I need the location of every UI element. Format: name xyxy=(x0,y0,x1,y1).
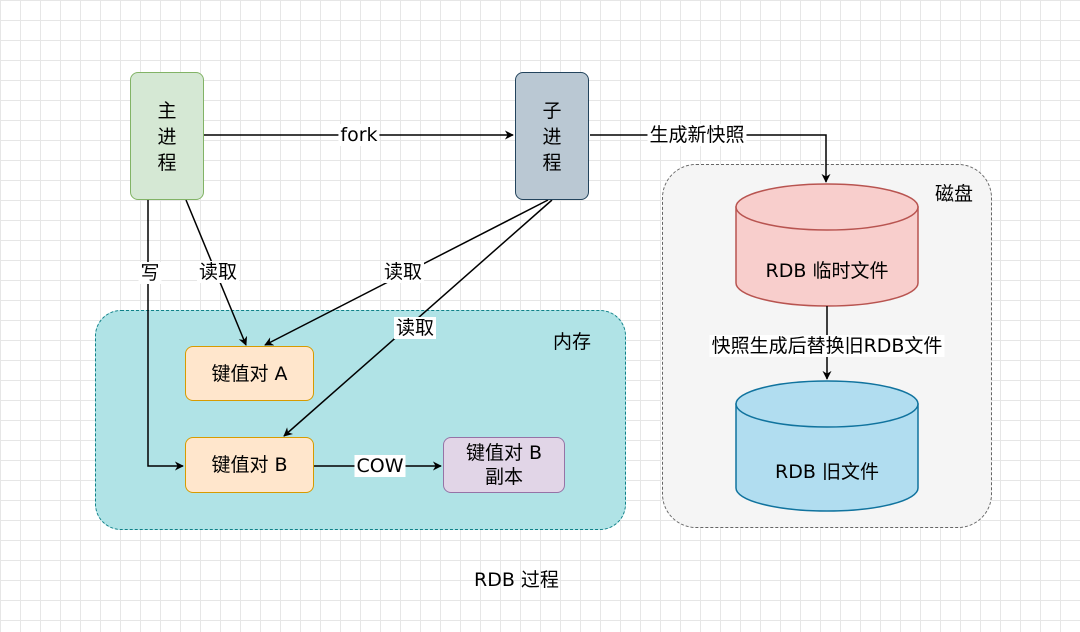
edge-label-read-child-b: 读取 xyxy=(393,317,437,339)
diagram-caption: RDB 过程 xyxy=(474,569,559,591)
edge-label-cow: COW xyxy=(354,455,406,477)
main-process-label: 主 进 程 xyxy=(157,100,177,174)
main-process-node[interactable]: 主 进 程 xyxy=(130,72,204,200)
disk-region-label: 磁盘 xyxy=(934,183,973,205)
edge-label-fork: fork xyxy=(338,124,380,146)
kv-a-label: 键值对 A xyxy=(211,362,288,385)
kv-a-node[interactable]: 键值对 A xyxy=(185,346,314,401)
edge-label-replace: 快照生成后替换旧RDB文件 xyxy=(709,335,945,357)
rdb-temp-file-label: RDB 临时文件 xyxy=(765,259,889,282)
rdb-old-file-label: RDB 旧文件 xyxy=(775,460,879,483)
child-process-label: 子 进 程 xyxy=(542,100,562,174)
edge-label-read-child-a: 读取 xyxy=(381,261,425,283)
edge-write xyxy=(147,200,184,471)
kv-b-copy-label: 键值对 B 副本 xyxy=(465,442,543,488)
edge-label-write: 写 xyxy=(138,262,162,284)
edge-label-read-main: 读取 xyxy=(196,261,240,283)
rdb-old-file-cylinder[interactable] xyxy=(735,380,919,512)
rdb-temp-file-cylinder[interactable] xyxy=(735,183,919,307)
edge-label-generate-snapshot: 生成新快照 xyxy=(647,124,747,146)
kv-b-node[interactable]: 键值对 B xyxy=(185,437,314,493)
kv-b-label: 键值对 B xyxy=(211,454,288,476)
kv-b-copy-node[interactable]: 键值对 B 副本 xyxy=(443,437,565,493)
child-process-node[interactable]: 子 进 程 xyxy=(515,72,589,200)
memory-region-label: 内存 xyxy=(552,331,591,353)
memory-region: 内存 xyxy=(95,310,626,530)
